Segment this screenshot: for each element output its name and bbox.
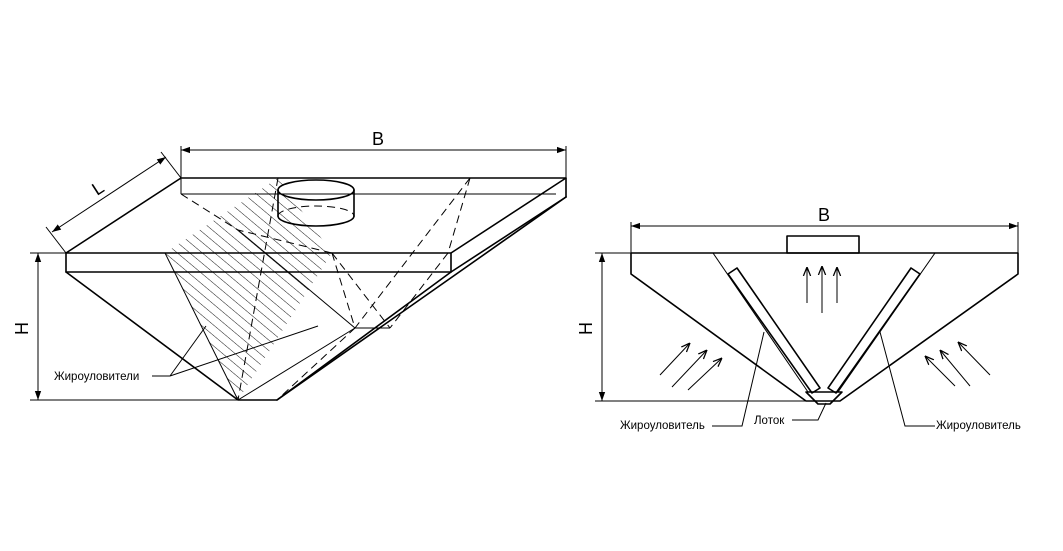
hidden-line-4 bbox=[447, 177, 471, 254]
hidden-line-2 bbox=[237, 177, 279, 401]
hidden-line-7 bbox=[389, 252, 449, 329]
left-dim-l: L bbox=[45, 151, 182, 254]
right-dim-h-label: H bbox=[576, 322, 596, 335]
right-dim-b-label: B bbox=[818, 205, 830, 225]
section-body bbox=[630, 252, 1019, 402]
left-dim-b: B bbox=[180, 129, 567, 178]
airflow-arrows-left bbox=[659, 343, 722, 391]
section-tray bbox=[805, 391, 843, 405]
diag-line-2 bbox=[237, 327, 356, 401]
left-filters-leader: Жироуловители bbox=[54, 325, 319, 383]
left-dim-l-label: L bbox=[88, 177, 107, 199]
left-dim-h: H bbox=[12, 252, 238, 401]
diag-line-1 bbox=[237, 229, 356, 329]
left-isometric-view: B L H Жироуловители bbox=[12, 129, 567, 401]
hidden-line-3 bbox=[354, 177, 471, 329]
left-dim-h-label: H bbox=[12, 322, 32, 335]
airflow-arrows-up bbox=[807, 266, 837, 313]
right-leaders: Жироуловитель Лоток Жироуловитель bbox=[620, 331, 1021, 432]
right-label-filter-right: Жироуловитель bbox=[936, 420, 1021, 432]
left-filters-label: Жироуловители bbox=[54, 371, 139, 383]
right-section-view: B H Жироуловитель Лоток Жироуловитель bbox=[576, 205, 1021, 432]
hood-front-rim bbox=[65, 252, 452, 273]
left-dim-b-label: B bbox=[372, 129, 384, 149]
right-dim-h: H bbox=[576, 252, 806, 402]
hatched-filter-panel bbox=[165, 178, 332, 400]
exhaust-spigot bbox=[277, 179, 355, 227]
section-filter-right bbox=[827, 267, 921, 394]
airflow-arrows-right bbox=[925, 342, 991, 387]
hidden-line-6 bbox=[331, 252, 391, 329]
right-label-tray: Лоток bbox=[754, 415, 785, 427]
section-filter-left bbox=[727, 267, 821, 394]
right-label-filter-left: Жироуловитель bbox=[620, 420, 705, 432]
hood-body-right-slope bbox=[276, 196, 567, 401]
right-dim-b: B bbox=[630, 205, 1019, 253]
filter-edge-line bbox=[164, 252, 239, 401]
section-spigot bbox=[786, 235, 860, 254]
